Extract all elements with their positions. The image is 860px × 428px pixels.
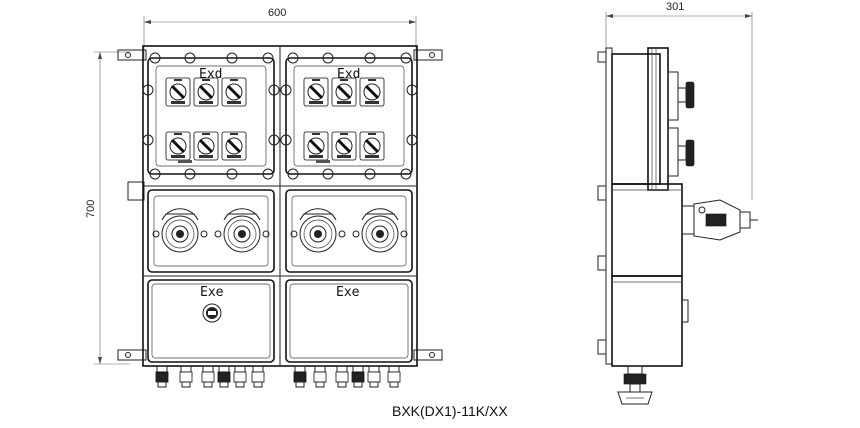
cable-gland-icon [217,365,231,388]
cable-gland-icon [387,365,401,388]
rotary-switch-icon [359,131,385,161]
nameplate-mark [316,160,330,163]
rotary-switch-icon [193,77,219,107]
height-dimension-label: 700 [85,200,97,218]
side-view: 301 [597,1,758,405]
rotary-switch-icon [303,77,329,107]
exe-box-left: Exe [147,279,275,363]
cable-gland-icon [367,365,381,388]
cable-gland-icon [233,365,247,388]
rotary-switch-icon [359,77,385,107]
socket-outlet-icon [352,208,408,253]
rotary-switch-icon [303,131,329,161]
cable-gland-icon [251,365,265,388]
cable-gland-icon [335,365,349,388]
bolt-heads-left [142,52,280,180]
exe-marking-left: Exe [200,285,224,300]
exe-box-right: Exe [285,279,413,363]
cable-gland-icon [351,365,365,388]
cable-gland-icon [201,365,215,388]
rotary-switch-icon [221,77,247,107]
cable-glands [155,365,401,388]
cable-gland-icon [313,365,327,388]
rotary-switch-groups [165,77,385,163]
socket-outlet-icon [214,208,270,253]
rotary-switch-icon [331,77,357,107]
mounting-lugs [117,49,443,361]
side-exd-box [611,47,695,191]
rotary-switch-icon [165,131,191,161]
rotary-switch-icon [193,131,219,161]
mounting-rail [597,47,613,365]
front-view: 600 700 [85,7,443,388]
socket-outlet-icon [290,208,346,253]
indicator-button-icon [202,303,222,323]
side-socket-box [611,183,758,277]
cable-gland-icon [155,365,169,388]
width-dimension-label: 600 [268,7,286,19]
width-dimension: 600 [143,7,417,60]
side-exe-box [611,275,689,367]
depth-dimension-label: 301 [666,1,684,13]
height-dimension: 700 [85,51,130,365]
depth-dimension: 301 [605,1,753,200]
cable-gland-icon [179,365,193,388]
side-socket-plug-icon [681,199,758,241]
exe-marking-right: Exe [336,285,360,300]
bolt-heads-right [280,52,418,180]
socket-box-left [147,189,275,273]
rotary-switch-icon [331,131,357,161]
rotary-switch-icon [165,77,191,107]
model-number: BXK(DX1)-11K/XX [392,403,508,419]
socket-box-right [285,189,413,273]
cable-gland-icon [293,365,307,388]
rotary-switch-icon [221,131,247,161]
nameplate-mark [178,160,192,163]
side-cable-gland-icon [617,365,653,405]
socket-outlet-icon [152,208,208,253]
socket-outlets [152,208,408,253]
